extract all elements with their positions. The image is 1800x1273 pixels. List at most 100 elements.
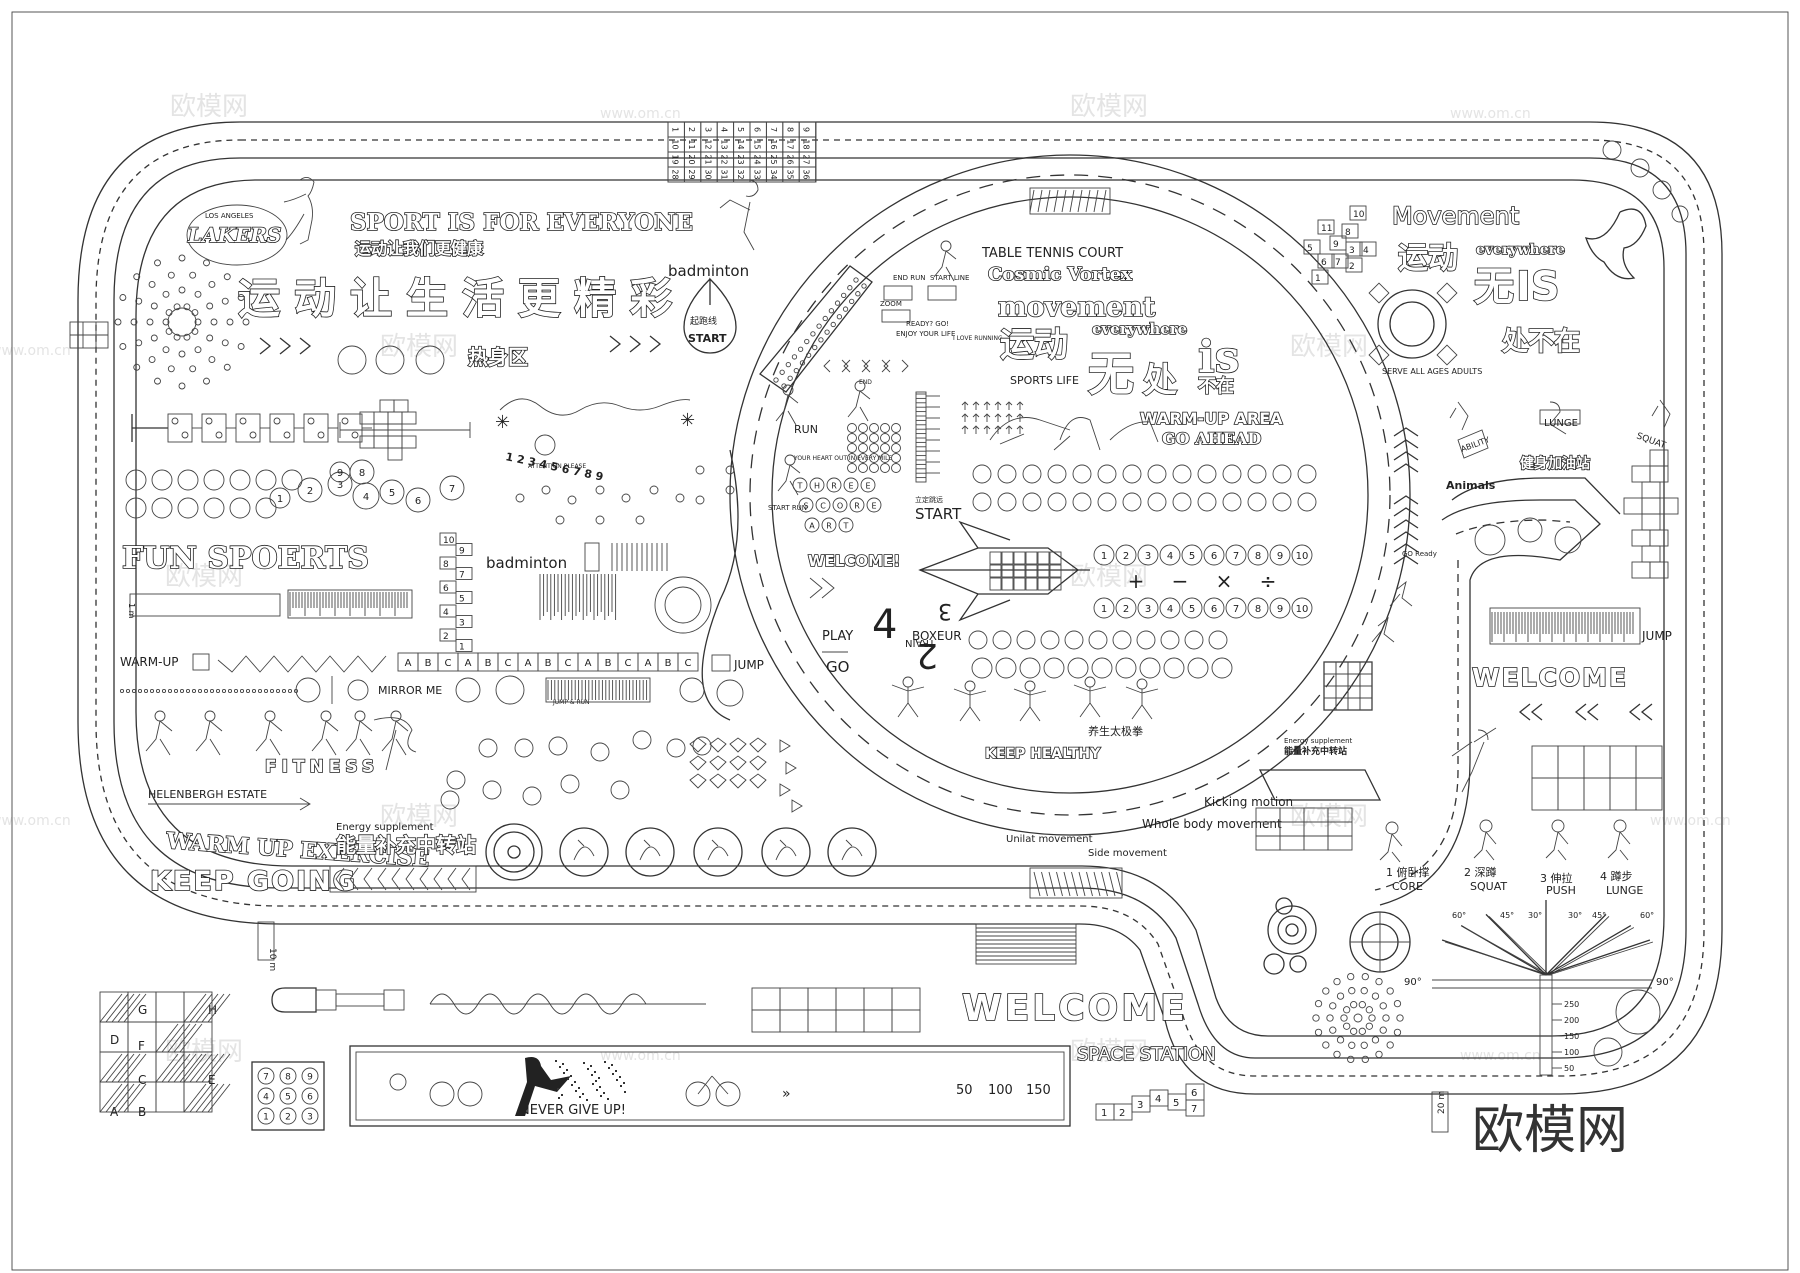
dot <box>1348 1041 1356 1049</box>
letter-bubble <box>838 517 854 533</box>
sunburst-dot <box>194 290 202 298</box>
watermark: www.om.cn <box>0 343 71 359</box>
ruler-unit: 1 m <box>127 603 136 619</box>
animal-tile <box>1583 777 1611 811</box>
slogan-en: SPORT IS FOR EVERYONE <box>350 209 693 236</box>
cyclist-icon <box>457 1081 483 1107</box>
sport-icon <box>1019 657 1041 679</box>
mirror-label: MIRROR ME <box>378 684 442 697</box>
forward-arrows: » <box>782 1086 791 1102</box>
weather-icon <box>1172 492 1192 512</box>
gem-icon <box>729 773 747 789</box>
dot <box>1343 1006 1351 1014</box>
number-circle-label: 1 <box>1101 604 1107 615</box>
grid-letter: E <box>208 1073 216 1087</box>
sparkle-icon: ✳ <box>495 412 510 433</box>
exercise-figure-icon <box>1551 819 1565 833</box>
number-bubble <box>297 477 323 503</box>
left-chevrons <box>1518 703 1653 721</box>
sunburst-dot <box>133 363 141 371</box>
chevron-icon <box>259 337 272 355</box>
weather-icon <box>1272 492 1292 512</box>
arrow-grid <box>823 359 1024 434</box>
side-label: Side movement <box>1088 848 1167 859</box>
dot <box>861 283 867 289</box>
track-number: 8 <box>785 127 794 132</box>
number-circle-label: 10 <box>1296 604 1309 615</box>
zoom-label: ZOOM <box>880 300 902 308</box>
sunburst-dot <box>203 259 210 267</box>
dot <box>567 495 577 505</box>
taiji-label: 养生太极拳 <box>1088 724 1143 738</box>
rocket-cell <box>1001 577 1014 591</box>
spiral-icon <box>1474 524 1506 556</box>
weather-icon <box>1297 464 1317 484</box>
hop-number: 10 <box>1353 210 1365 220</box>
push-en: PUSH <box>1546 884 1576 897</box>
chevron-up-icon <box>1393 555 1419 565</box>
ball-icon <box>858 423 868 433</box>
icon-circle <box>295 677 321 703</box>
number-circle <box>1137 597 1159 619</box>
planet-ring <box>1275 897 1293 915</box>
up-chevrons <box>1393 427 1419 565</box>
chevron-up-icon <box>1393 507 1419 517</box>
sprinter-icon <box>515 1057 571 1116</box>
gem-icon <box>709 737 727 753</box>
number-circle <box>1093 544 1115 566</box>
dot <box>1350 1001 1358 1009</box>
warm-zone-label: 热身区 <box>468 345 528 369</box>
gem-icon <box>689 755 707 771</box>
track-number: 2 <box>687 127 696 132</box>
bubble-number: 2 <box>307 486 313 497</box>
lakers-logo-top: LOS ANGELES <box>205 212 254 220</box>
dot <box>797 346 804 352</box>
exercise-figure-icon <box>1479 819 1493 833</box>
rocket-cell <box>1013 577 1026 591</box>
number-circle-label: 7 <box>1233 551 1239 562</box>
runner-icon <box>283 177 315 245</box>
number-circle-label: 7 <box>1233 604 1239 615</box>
ball-icon <box>869 433 879 443</box>
stand-jump-label: 立定跳远 <box>915 495 943 504</box>
track-number: 17 <box>785 139 794 149</box>
hop-number: 2 <box>1119 1108 1125 1119</box>
ring-connector-left <box>701 449 739 721</box>
scale-label: 50 <box>1564 1064 1574 1073</box>
dot <box>847 285 853 291</box>
sudoku-cell <box>1359 661 1373 675</box>
weather-icon <box>972 492 992 512</box>
math-operator: + <box>1128 569 1145 593</box>
gem-icon <box>749 755 767 771</box>
dot <box>1379 1026 1387 1034</box>
chevron-icon <box>349 867 359 891</box>
meter-marker-left: 10 m <box>267 948 277 971</box>
sunburst-dot <box>130 318 138 326</box>
track-number: 27 <box>802 154 811 164</box>
outer-track <box>77 121 1723 1095</box>
fan-arm <box>1545 939 1651 976</box>
angle-label: 60° <box>1452 911 1466 920</box>
ladder-number: 8 <box>443 560 449 570</box>
sudoku-cell <box>1359 673 1373 687</box>
sudoku-cell <box>1335 685 1349 699</box>
floor-tile <box>1327 835 1353 851</box>
number-bubble <box>329 461 351 483</box>
letter-bubble <box>866 497 882 513</box>
ring-hatch-bottom <box>1029 867 1123 899</box>
energy-center-cn: 能量补充中转站 <box>1284 745 1347 757</box>
arrow-icon <box>863 359 889 373</box>
dot <box>773 377 779 383</box>
hop-cell <box>401 435 417 449</box>
sunburst-dot <box>237 294 245 301</box>
sunburst-dot <box>208 356 216 363</box>
abc-letter: A <box>405 658 412 669</box>
bubble-number: 5 <box>389 488 395 499</box>
dot <box>1360 1041 1368 1049</box>
dot <box>1347 972 1355 981</box>
animal-tile <box>1635 777 1663 811</box>
number-circle-label: 4 <box>1167 604 1173 615</box>
dot <box>791 354 798 360</box>
scale-label: 200 <box>1564 1016 1579 1025</box>
